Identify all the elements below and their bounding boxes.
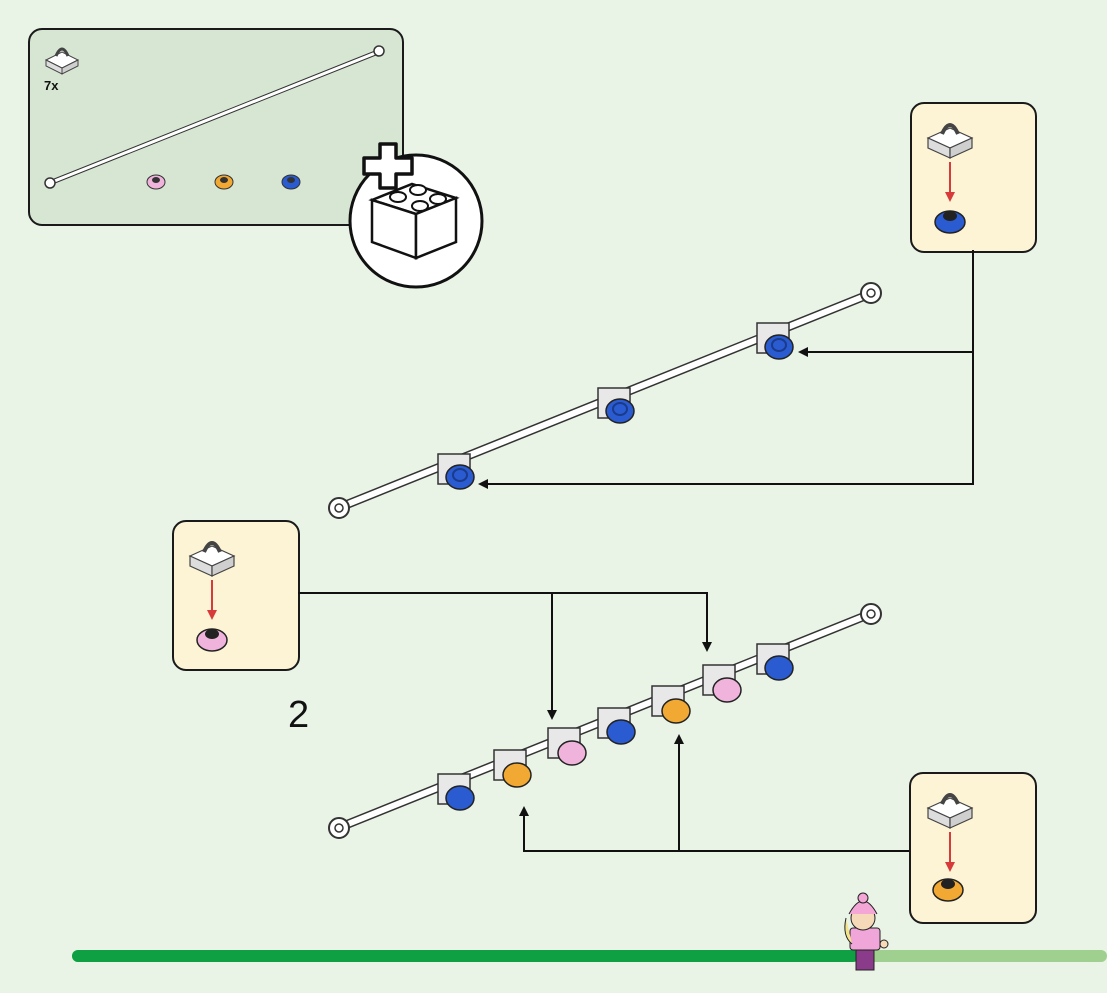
blue-stud-icon bbox=[282, 175, 300, 189]
lower-bar-assembly bbox=[329, 604, 881, 838]
bar-icon bbox=[45, 46, 384, 188]
pink-callout-clip-icon bbox=[190, 543, 234, 576]
clip-plate-icon bbox=[46, 49, 78, 74]
arrow-to-upper-right-clip bbox=[800, 250, 973, 352]
add-bricks-badge-icon bbox=[350, 144, 482, 287]
arrow-to-pink-clip-right bbox=[298, 593, 707, 650]
arrow-to-orange-clip-left bbox=[524, 808, 909, 851]
orange-stud-icon bbox=[215, 175, 233, 189]
progress-bar bbox=[72, 950, 1107, 962]
blue-callout-stud-icon bbox=[935, 211, 965, 233]
orange-callout-clip-icon bbox=[928, 795, 972, 828]
pink-stud-icon bbox=[147, 175, 165, 189]
progress-fill bbox=[72, 950, 859, 962]
orange-callout-stud-icon bbox=[933, 879, 963, 901]
upper-bar-assembly bbox=[329, 283, 881, 518]
blue-callout-clip-icon bbox=[928, 125, 972, 158]
pink-callout-stud-icon bbox=[197, 629, 227, 651]
